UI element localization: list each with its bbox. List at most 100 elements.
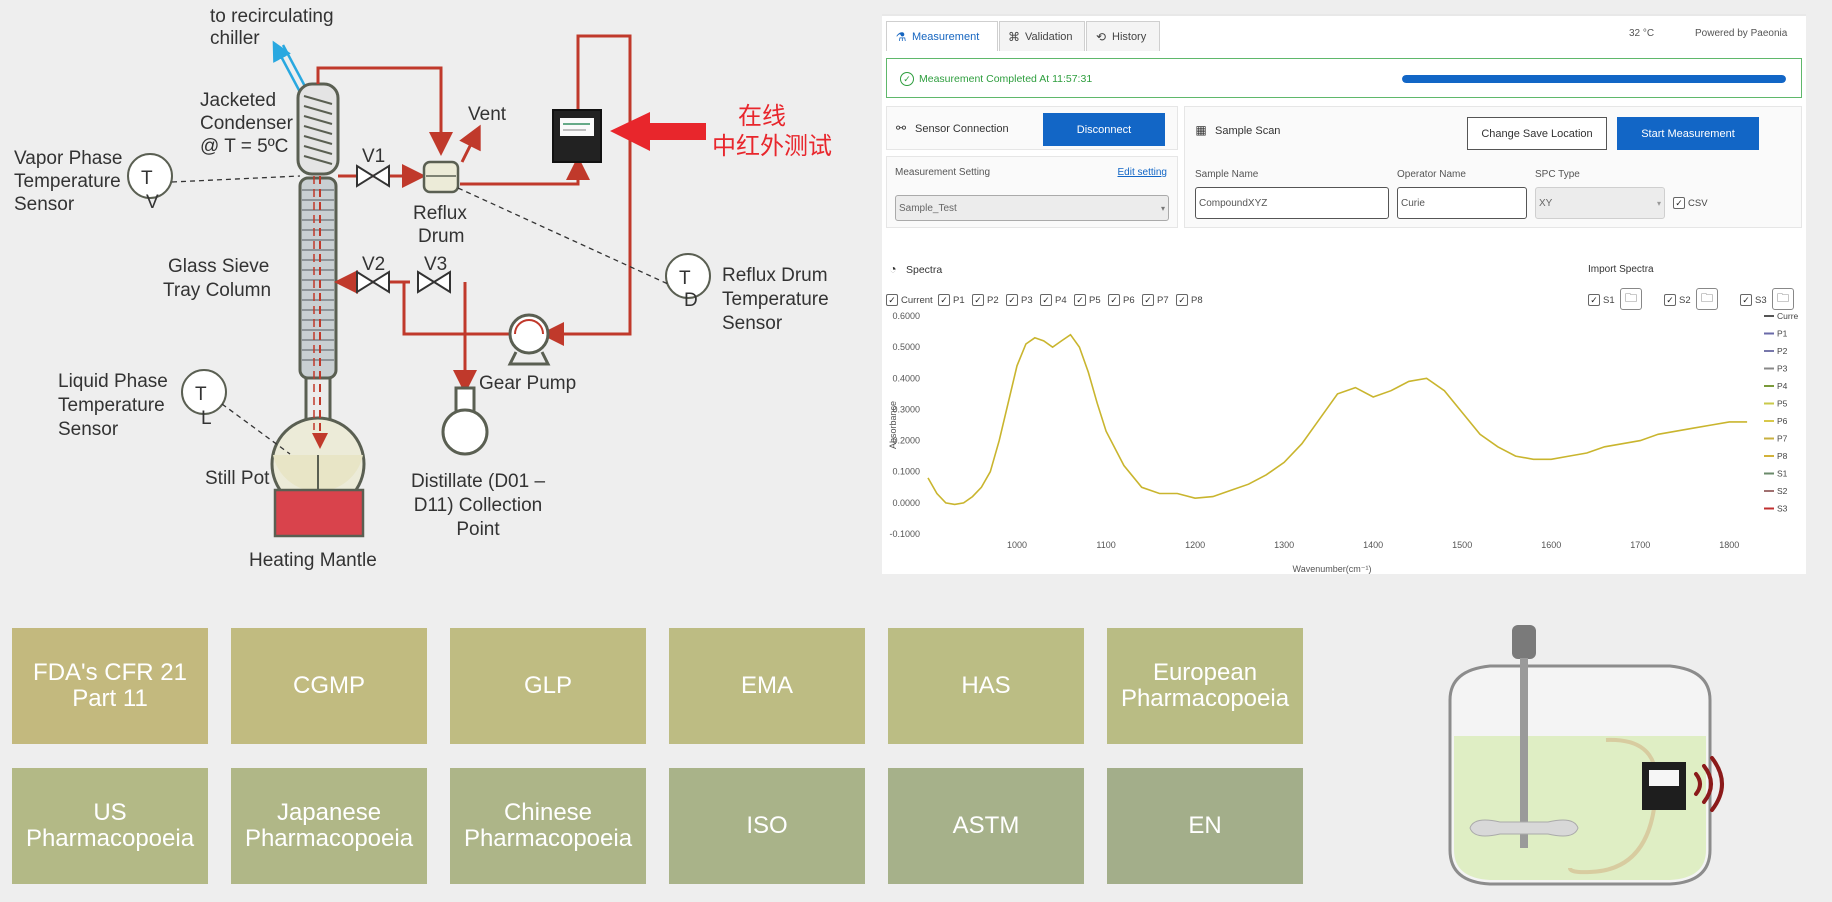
table-icon: ▦ xyxy=(1195,123,1207,137)
powered-by: Powered by Paeonia xyxy=(1695,28,1788,39)
legend-label: S1 xyxy=(1777,469,1788,479)
spectra-checkbox-label: P8 xyxy=(1191,294,1203,306)
spectra-checkbox-p1[interactable]: ✓P1 xyxy=(938,294,965,306)
spectra-checkbox-label: P5 xyxy=(1089,294,1101,306)
x-tick-label: 1500 xyxy=(1452,540,1472,550)
standard-tile: HAS xyxy=(888,628,1084,744)
distillate-flask xyxy=(441,386,489,456)
sample-name-input[interactable]: CompoundXYZ xyxy=(1195,187,1389,219)
start-measurement-button[interactable]: Start Measurement xyxy=(1617,117,1759,150)
open-folder-button[interactable]: 🗀 xyxy=(1696,288,1718,310)
status-bar: ✓ Measurement Completed At 11:57:31 xyxy=(886,58,1802,98)
status-text: Measurement Completed At 11:57:31 xyxy=(919,73,1093,85)
y-tick-label: 0.5000 xyxy=(892,342,920,352)
standard-tile: European Pharmacopoeia xyxy=(1107,628,1303,744)
legend-label: P2 xyxy=(1777,346,1788,356)
import-checkbox-s3[interactable]: ✓S3 xyxy=(1740,294,1767,306)
standard-label: ISO xyxy=(746,812,788,839)
tab-validation[interactable]: ⌘Validation xyxy=(999,21,1085,51)
operator-name-input[interactable]: Curie xyxy=(1397,187,1527,219)
standard-label: HAS xyxy=(961,672,1011,699)
spectra-checkbox-p8[interactable]: ✓P8 xyxy=(1176,294,1203,306)
standard-label: US Pharmacopoeia xyxy=(25,799,195,852)
legend-label: P5 xyxy=(1777,399,1788,409)
sensor-connection-title: Sensor Connection xyxy=(915,123,1009,135)
standard-tile: CGMP xyxy=(231,628,427,744)
checkbox-box: ✓ xyxy=(886,294,898,306)
checkbox-box: ✓ xyxy=(1673,197,1685,209)
x-tick-label: 1800 xyxy=(1719,540,1739,550)
flask-icon: ⚗ xyxy=(895,29,907,44)
tab-validation-label: Validation xyxy=(1025,30,1073,43)
chevron-down-icon: ▾ xyxy=(1656,198,1661,208)
stirrer-motor xyxy=(1512,625,1536,659)
measurement-setting-panel: Measurement Setting Edit setting Sample_… xyxy=(886,156,1178,228)
spectra-checkbox-p5[interactable]: ✓P5 xyxy=(1074,294,1101,306)
spectra-checkbox-p2[interactable]: ✓P2 xyxy=(972,294,999,306)
change-save-location-button[interactable]: Change Save Location xyxy=(1467,117,1607,150)
edit-setting-link[interactable]: Edit setting xyxy=(1117,167,1167,178)
spectra-checkbox-label: P7 xyxy=(1157,294,1169,306)
import-checkbox-s1[interactable]: ✓S1 xyxy=(1588,294,1615,306)
import-checkbox-label: S3 xyxy=(1755,294,1767,306)
svg-text:L: L xyxy=(201,408,212,429)
legend-label: P6 xyxy=(1777,416,1788,426)
y-tick-label: 0.1000 xyxy=(892,467,920,477)
checkbox-box: ✓ xyxy=(972,294,984,306)
spectra-checkbox-p4[interactable]: ✓P4 xyxy=(1040,294,1067,306)
checkbox-box: ✓ xyxy=(1108,294,1120,306)
stirrer-impeller xyxy=(1469,819,1579,837)
checkbox-box: ✓ xyxy=(938,294,950,306)
standard-label: FDA's CFR 21 Part 11 xyxy=(33,659,187,712)
legend-label: S2 xyxy=(1777,486,1788,496)
y-tick-label: -0.1000 xyxy=(889,529,920,539)
legend-label: P7 xyxy=(1777,434,1788,444)
gear-pump-label: Gear Pump xyxy=(479,373,576,394)
standard-label: Japanese Pharmacopoeia xyxy=(244,799,414,852)
legend-label: P3 xyxy=(1777,364,1788,374)
import-spectra-title: Import Spectra xyxy=(1588,264,1654,275)
liquid-temperature-sensor: T L xyxy=(181,369,227,429)
x-tick-label: 1300 xyxy=(1274,540,1294,550)
chevron-down-icon: ▾ xyxy=(1160,203,1165,213)
chiller-line-out xyxy=(281,44,310,93)
svg-text:T: T xyxy=(141,168,153,189)
process-piping xyxy=(316,34,632,394)
sample-scan-title: Sample Scan xyxy=(1215,125,1281,137)
measurement-setting-title: Measurement Setting xyxy=(895,167,991,178)
standard-tile: Chinese Pharmacopoeia xyxy=(450,768,646,884)
checkbox-box: ✓ xyxy=(1074,294,1086,306)
progress-fill xyxy=(1402,75,1786,83)
legend-label: P4 xyxy=(1777,381,1788,391)
valve-v2 xyxy=(356,270,390,294)
reflux-drum-temperature-sensor: T D xyxy=(665,253,711,311)
spectra-checkbox-p7[interactable]: ✓P7 xyxy=(1142,294,1169,306)
spectra-checkbox-p3[interactable]: ✓P3 xyxy=(1006,294,1033,306)
tab-measurement[interactable]: ⚗Measurement xyxy=(886,21,998,51)
tab-history-label: History xyxy=(1112,30,1147,43)
y-tick-label: 0.2000 xyxy=(892,436,920,446)
spectra-checkbox-p6[interactable]: ✓P6 xyxy=(1108,294,1135,306)
spc-type-select[interactable]: XY ▾ xyxy=(1535,187,1665,219)
csv-label: CSV xyxy=(1688,197,1708,209)
spectrometer-app: ⚗Measurement ⌘Validation ⟲History 32 °C … xyxy=(882,14,1806,574)
measurement-setting-select[interactable]: Sample_Test ▾ xyxy=(895,195,1169,221)
history-icon: ⟲ xyxy=(1095,29,1107,44)
connection-icon: ⚯ xyxy=(895,121,907,135)
reactor-illustration xyxy=(1448,625,1724,886)
absorbance-chart: 0.60000.50000.40000.30000.20000.10000.00… xyxy=(888,311,1799,574)
disconnect-button[interactable]: Disconnect xyxy=(1043,113,1165,146)
tab-history[interactable]: ⟲ History xyxy=(1086,21,1160,51)
y-axis-label: Absorbance xyxy=(888,401,898,449)
standard-tile: EMA xyxy=(669,628,865,744)
open-folder-button[interactable]: 🗀 xyxy=(1772,288,1794,310)
spectra-checkbox-label: P2 xyxy=(987,294,999,306)
import-checkbox-s2[interactable]: ✓S2 xyxy=(1664,294,1691,306)
open-folder-button[interactable]: 🗀 xyxy=(1620,288,1642,310)
csv-checkbox[interactable]: ✓CSV xyxy=(1673,197,1708,209)
x-axis-label: Wavenumber(cm⁻¹) xyxy=(1293,564,1372,574)
spectra-checkbox-current[interactable]: ✓Current xyxy=(886,294,933,306)
